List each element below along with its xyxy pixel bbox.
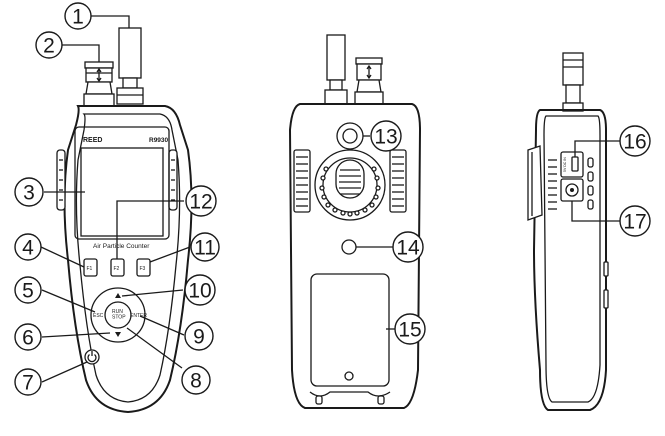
model-label: R9930 xyxy=(149,137,169,144)
brand-label: REED xyxy=(83,137,102,144)
callout-14: 14 xyxy=(392,231,424,263)
callout-17: 17 xyxy=(619,205,651,237)
svg-text:6: 6 xyxy=(22,327,34,350)
svg-text:F2: F2 xyxy=(114,266,120,272)
down-arrow-icon[interactable] xyxy=(115,332,121,337)
side-probe xyxy=(562,52,584,112)
f2-key[interactable]: F2 xyxy=(110,258,125,277)
callouts: 1 2 3 4 5 6 7 8 xyxy=(14,2,651,396)
back-right-vent xyxy=(389,149,407,213)
svg-text:1: 1 xyxy=(72,6,84,29)
camera-lens xyxy=(336,122,364,150)
svg-text:8: 8 xyxy=(190,370,202,393)
dc-power-jack[interactable] xyxy=(560,178,584,202)
svg-text:12: 12 xyxy=(189,191,212,214)
front-probe-nozzle xyxy=(116,27,144,105)
callout-7: 7 xyxy=(14,368,42,396)
tripod-mount xyxy=(341,239,357,255)
f3-key[interactable]: F3 xyxy=(136,258,151,277)
callout-12: 12 xyxy=(185,185,217,217)
callout-11: 11 xyxy=(190,232,220,262)
svg-text:10: 10 xyxy=(188,280,211,303)
svg-text:15: 15 xyxy=(398,319,421,342)
back-housing xyxy=(288,103,422,409)
up-arrow-icon[interactable] xyxy=(115,293,121,298)
dc-in-label: 5V DC IN xyxy=(563,157,567,172)
front-view: REED R9930 Air Particle Counter F1 F2 F3… xyxy=(56,27,193,414)
callout-8: 8 xyxy=(181,365,211,395)
svg-text:5: 5 xyxy=(22,280,34,303)
side-vent-right xyxy=(587,157,594,210)
svg-text:16: 16 xyxy=(623,131,646,154)
front-probe-inlet xyxy=(83,61,115,107)
svg-text:2: 2 xyxy=(43,35,55,58)
back-probe-inlet xyxy=(354,57,384,105)
side-housing xyxy=(532,109,607,411)
screen-caption: Air Particle Counter xyxy=(93,243,150,250)
enter-key[interactable]: ENTER xyxy=(130,313,147,319)
usb-port[interactable]: 5V DC IN xyxy=(560,151,584,178)
callout-4: 4 xyxy=(14,233,42,261)
leader-lines xyxy=(40,15,620,383)
esc-key[interactable]: ESC xyxy=(93,313,104,319)
svg-text:F1: F1 xyxy=(87,266,93,272)
callout-13: 13 xyxy=(370,120,402,152)
svg-text:13: 13 xyxy=(374,126,397,149)
battery-cover xyxy=(309,273,391,405)
callout-9: 9 xyxy=(184,321,214,351)
lcd-screen xyxy=(80,147,164,237)
back-probe-nozzle xyxy=(324,34,348,105)
back-view xyxy=(288,34,422,409)
speaker-grille xyxy=(314,149,386,221)
callout-2: 2 xyxy=(35,31,63,59)
side-vent-left xyxy=(548,159,557,210)
svg-text:14: 14 xyxy=(396,237,420,260)
svg-text:7: 7 xyxy=(22,372,34,395)
side-view: 5V DC IN xyxy=(527,52,609,411)
front-left-grip xyxy=(56,149,66,211)
side-strap-clip xyxy=(527,145,543,221)
svg-text:3: 3 xyxy=(23,182,35,205)
f1-key[interactable]: F1 xyxy=(83,258,98,277)
power-button[interactable] xyxy=(84,349,100,365)
callout-16: 16 xyxy=(619,125,651,157)
back-left-vent xyxy=(293,149,311,213)
callout-15: 15 xyxy=(394,313,426,345)
svg-text:F3: F3 xyxy=(140,266,146,272)
callout-5: 5 xyxy=(14,276,42,304)
svg-text:9: 9 xyxy=(193,326,205,349)
callout-3: 3 xyxy=(14,177,44,207)
callout-1: 1 xyxy=(64,2,92,30)
callout-6: 6 xyxy=(14,323,42,351)
svg-text:11: 11 xyxy=(194,237,216,260)
callout-10: 10 xyxy=(184,274,216,306)
svg-text:17: 17 xyxy=(623,211,646,234)
power-icon xyxy=(87,353,97,363)
svg-text:4: 4 xyxy=(22,237,34,260)
